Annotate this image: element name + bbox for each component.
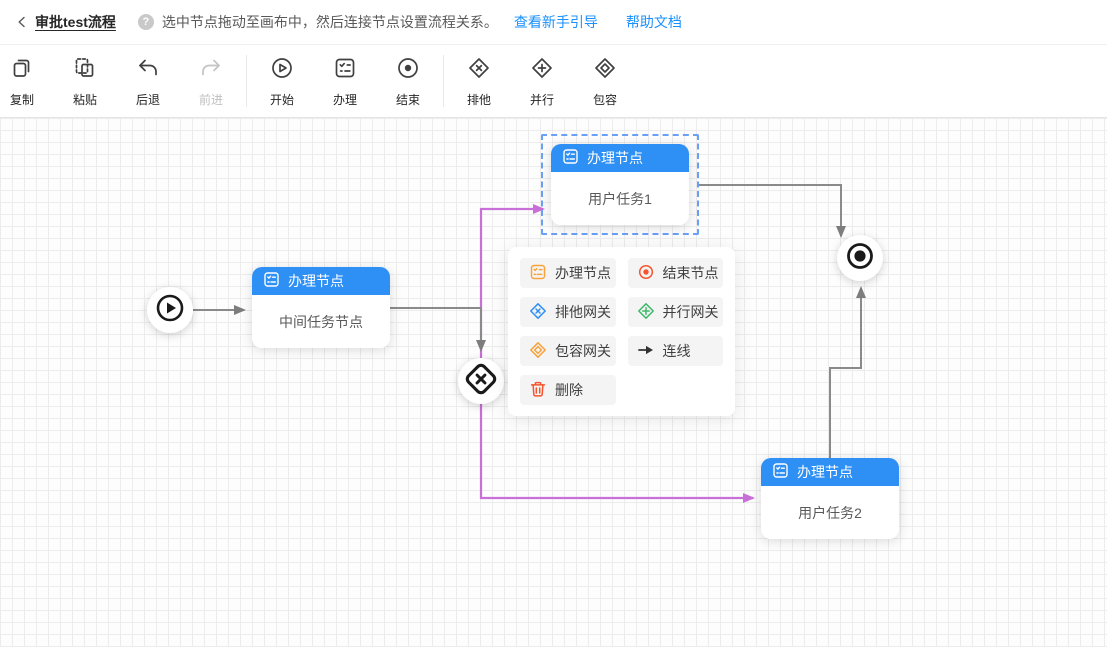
toolbar-parallel-gateway-button[interactable]: 并行 <box>520 55 564 108</box>
end-node-icon <box>637 263 655 284</box>
node-header: 办理节点 <box>761 458 899 486</box>
link-new-user-guide[interactable]: 查看新手引导 <box>513 14 598 30</box>
end-dot-icon <box>844 240 876 277</box>
exclusive-gateway-icon <box>462 360 500 403</box>
menu-item-connect[interactable]: 连线 <box>627 336 723 366</box>
start-circle-icon <box>269 55 295 86</box>
menu-item-delete[interactable]: 删除 <box>520 375 616 405</box>
menu-item-exclusive-gateway[interactable]: 排他网关 <box>520 297 616 327</box>
selection-outline: 办理节点 用户任务1 <box>541 134 699 235</box>
node-user-task-2[interactable]: 办理节点 用户任务2 <box>761 458 899 539</box>
node-end-event[interactable] <box>837 235 883 281</box>
trash-icon <box>529 380 547 401</box>
toolbar-exclusive-gateway-button[interactable]: 排他 <box>457 55 501 108</box>
node-header-label: 办理节点 <box>797 464 853 480</box>
edge-layer <box>193 184 866 503</box>
menu-item-task-node[interactable]: 办理节点 <box>520 258 616 288</box>
toolbar-copy-button[interactable]: 复制 <box>0 55 44 108</box>
flow-canvas[interactable]: 办理节点 中间任务节点 办理节点 用户任务1 <box>0 118 1107 647</box>
toolbar-task-node-button[interactable]: 办理 <box>323 55 367 108</box>
toolbar-undo-button[interactable]: 后退 <box>126 55 170 108</box>
node-body-label: 用户任务1 <box>551 172 689 225</box>
toolbar-separator <box>443 55 444 107</box>
task-list-icon <box>332 55 358 86</box>
task-node-icon <box>529 263 547 284</box>
top-header: 审批test流程 ? 选中节点拖动至画布中，然后连接节点设置流程关系。 查看新手… <box>0 0 1107 45</box>
node-header: 办理节点 <box>252 267 390 295</box>
end-circle-icon <box>395 55 421 86</box>
parallel-gateway-icon <box>637 302 655 323</box>
toolbar-separator <box>246 55 247 107</box>
task-list-icon <box>264 272 279 290</box>
inclusive-gateway-icon <box>529 341 547 362</box>
help-icon: ? <box>137 14 154 30</box>
toolbar-start-node-button[interactable]: 开始 <box>260 55 304 108</box>
node-header-label: 办理节点 <box>288 273 344 289</box>
paste-icon <box>72 55 98 86</box>
node-header-label: 办理节点 <box>587 150 643 166</box>
hint-group: ? 选中节点拖动至画布中，然后连接节点设置流程关系。 <box>137 12 498 32</box>
toolbar-redo-button[interactable]: 前进 <box>189 55 233 108</box>
copy-icon <box>9 55 35 86</box>
link-help-docs[interactable]: 帮助文档 <box>625 14 682 30</box>
redo-icon <box>198 55 224 86</box>
menu-item-inclusive-gateway[interactable]: 包容网关 <box>520 336 616 366</box>
menu-item-end-node[interactable]: 结束节点 <box>627 258 723 288</box>
page-title: 审批test流程 <box>35 14 116 30</box>
node-header: 办理节点 <box>551 144 689 172</box>
edge-middle-task-to-gateway[interactable] <box>390 307 486 352</box>
inclusive-gateway-icon <box>592 55 618 86</box>
edge-gateway-to-user-task-2[interactable] <box>479 404 755 503</box>
toolbar-inclusive-gateway-button[interactable]: 包容 <box>583 55 627 108</box>
start-play-icon <box>154 292 186 329</box>
node-middle-task[interactable]: 办理节点 中间任务节点 <box>252 267 390 348</box>
node-body-label: 中间任务节点 <box>252 295 390 348</box>
back-button[interactable]: 审批test流程 <box>16 12 116 32</box>
task-list-icon <box>773 463 788 481</box>
toolbar-paste-button[interactable]: 粘贴 <box>63 55 107 108</box>
edge-user-task-2-to-end[interactable] <box>829 286 866 458</box>
edge-user-task-1-to-end[interactable] <box>699 184 846 238</box>
toolbar: 复制 粘贴 后退 前进 开始 办理 结束 <box>0 45 1107 118</box>
toolbar-end-node-button[interactable]: 结束 <box>386 55 430 108</box>
parallel-gateway-icon <box>529 55 555 86</box>
node-user-task-1[interactable]: 办理节点 用户任务1 <box>551 144 689 225</box>
back-chevron-icon <box>16 16 28 28</box>
task-list-icon <box>563 149 578 167</box>
exclusive-gateway-icon <box>466 55 492 86</box>
connection-arrow-icon <box>637 341 655 362</box>
node-body-label: 用户任务2 <box>761 486 899 539</box>
menu-item-parallel-gateway[interactable]: 并行网关 <box>627 297 723 327</box>
undo-icon <box>135 55 161 86</box>
node-start-event[interactable] <box>147 287 193 333</box>
hint-text: 选中节点拖动至画布中，然后连接节点设置流程关系。 <box>161 14 498 30</box>
node-context-menu: 办理节点 结束节点 排他网关 并行网关 包容网关 <box>508 247 735 416</box>
header-links: 查看新手引导 帮助文档 <box>514 12 682 32</box>
exclusive-gateway-icon <box>529 302 547 323</box>
node-exclusive-gateway[interactable] <box>458 358 504 404</box>
